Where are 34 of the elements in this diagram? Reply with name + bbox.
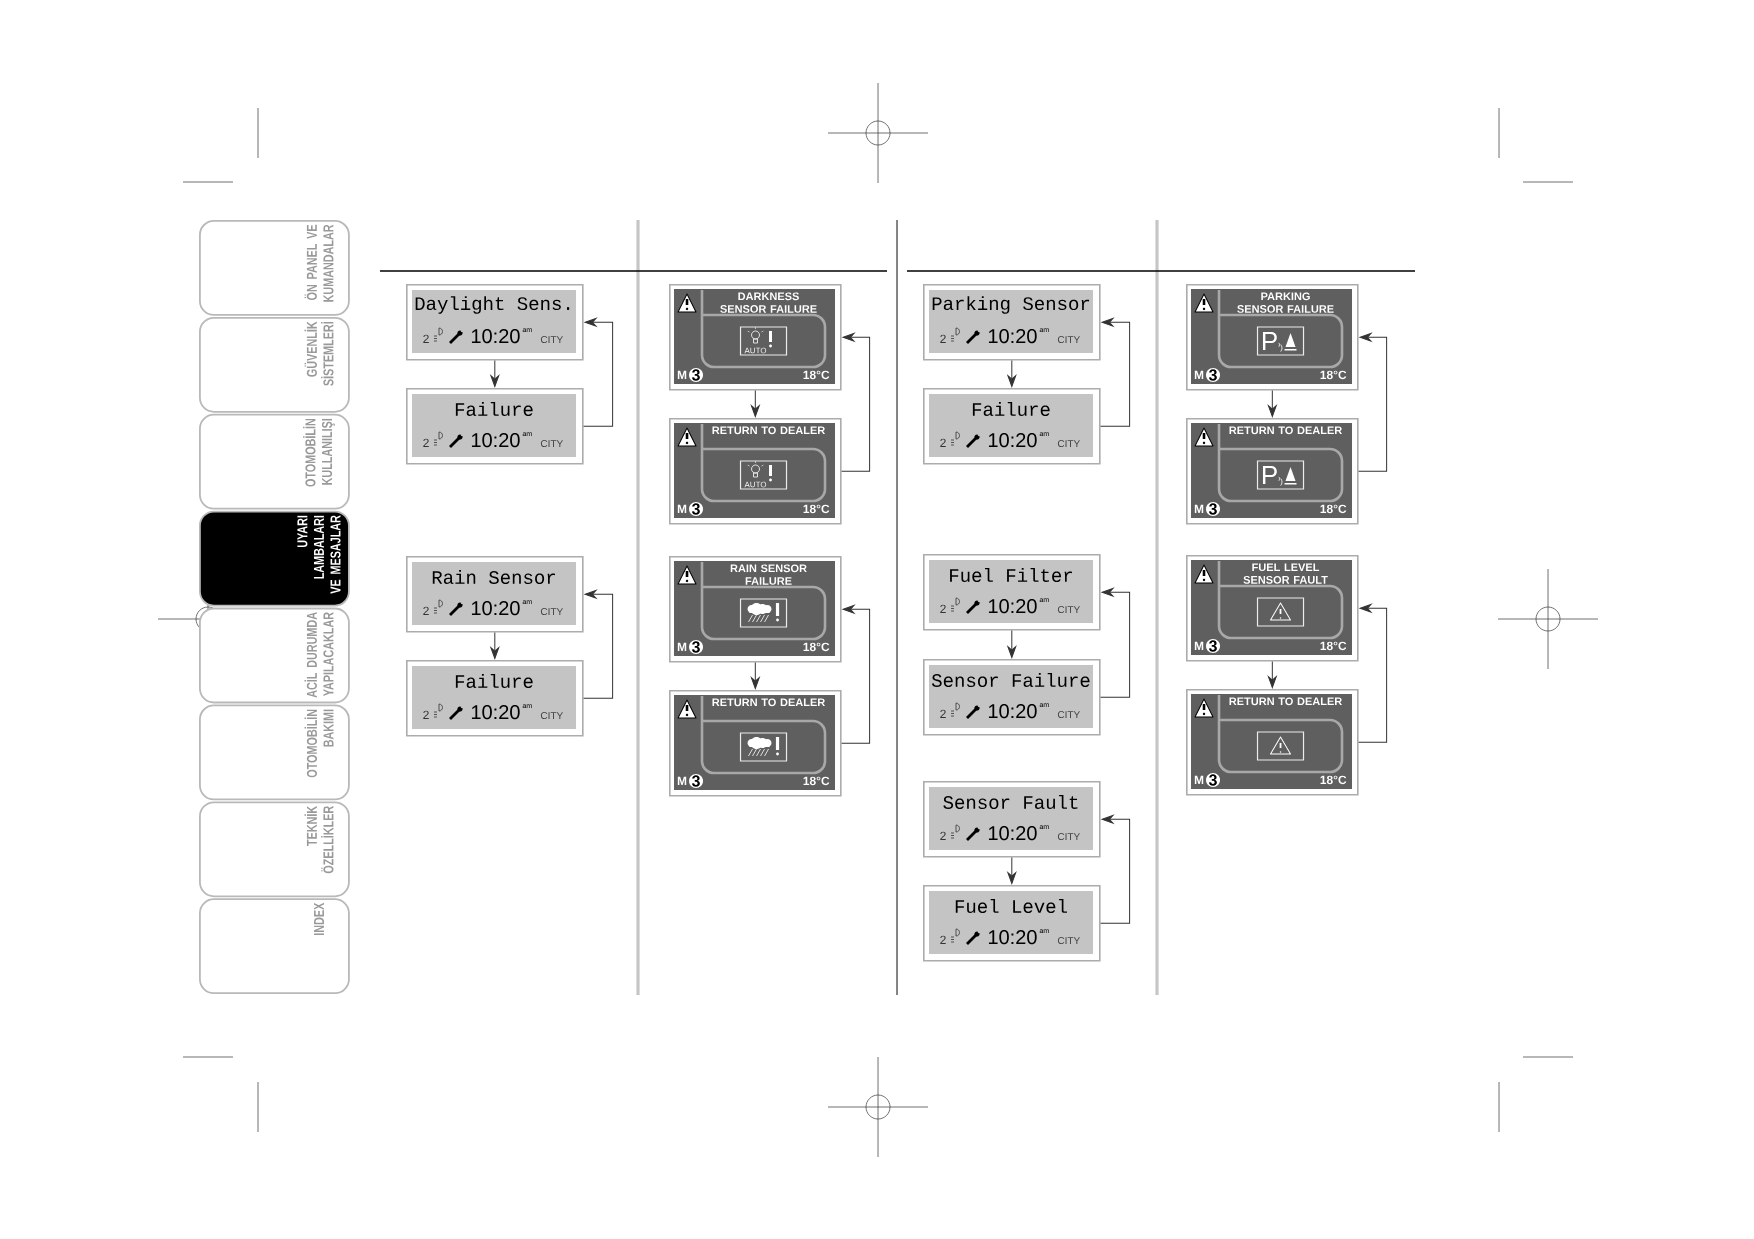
arrow [1100,317,1131,427]
arrow [1007,630,1017,658]
arrow [1267,661,1277,688]
arrow [1267,390,1277,417]
arrow [1100,587,1131,698]
arrow [490,632,500,660]
section-tab: ÖN PANEL VE KUMANDALAR [199,220,350,316]
arrow [1100,814,1131,924]
arrow [750,662,760,690]
arrow [1358,603,1388,743]
arrow [583,589,614,699]
arrow [1358,332,1388,472]
warning-display: DARKNESS SENSOR FAILURE AUTO M 3 18°C [669,284,842,391]
arrow [1007,360,1017,388]
warning-display: PARKING SENSOR FAILURE P M 3 18°C [1186,284,1359,391]
warning-display: RAIN SENSOR FAILURE M 3 18°C [669,556,842,663]
arrow [583,317,614,427]
arrow [841,332,871,472]
section-tab: ACİL DURUMDA YAPILACAKLAR [199,607,350,704]
section-tab: INDEX [199,898,350,995]
section-tab: GÜVENLİK SİSTEMLERİ [199,316,350,413]
section-tab: OTOMOBİLİN BAKIMI [199,704,350,801]
warning-display: RETURN TO DEALER AUTO M 3 18°C [669,418,842,525]
arrow [750,390,760,417]
warning-display: FUEL LEVEL SENSOR FAULT M 3 18°C [1186,555,1359,662]
warning-display: RETURN TO DEALER M 3 18°C [1186,689,1359,796]
arrow [1007,857,1017,885]
warning-display: RETURN TO DEALER M 3 18°C [669,690,842,797]
section-tab: OTOMOBİLİN KULLANILIŞI [199,413,350,510]
arrow [490,360,500,388]
warning-display: RETURN TO DEALER P M 3 18°C [1186,418,1359,525]
section-tab: UYARI LAMBALARI VE MESAJLAR [199,510,350,607]
section-tab: TEKNİK ÖZELLİKLER [199,801,350,898]
arrow [841,604,871,744]
